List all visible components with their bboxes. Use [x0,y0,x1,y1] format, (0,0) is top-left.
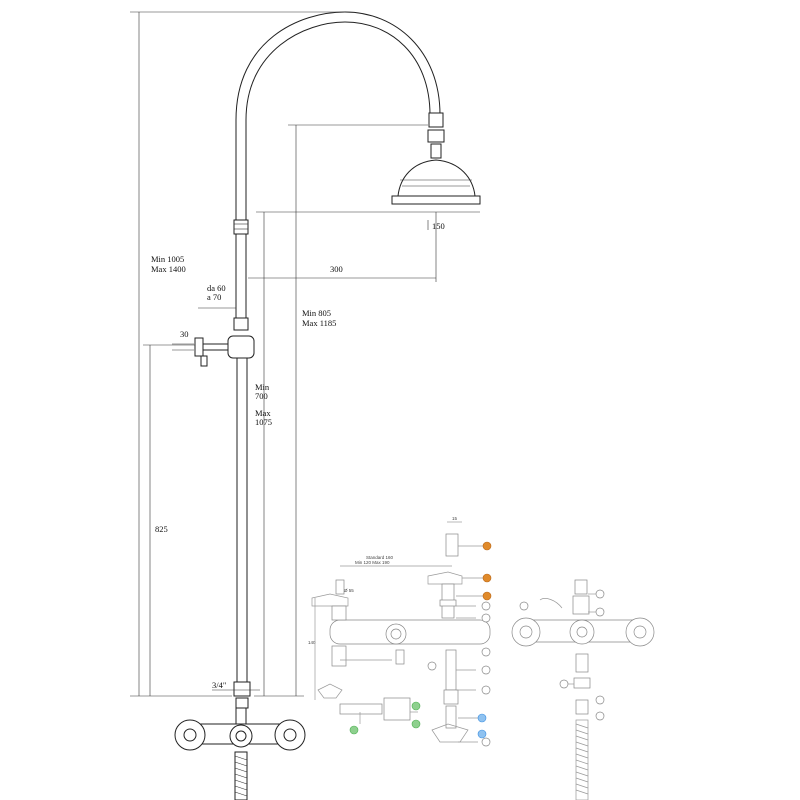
callout-orange-1 [482,541,492,551]
bracket-offset-label: da 60 a 70 [207,283,228,302]
total-height-label: Min 1005 Max 1400 [151,254,186,274]
bracket-drop-label: 30 [180,329,189,339]
diam-label: Ø 55 [344,588,354,593]
mixer-height-label: 825 [155,524,168,534]
callout-orange-3 [482,591,492,601]
callout-orange-2 [482,573,492,583]
head-diameter-label: 150 [432,221,445,231]
callout-blue-2 [477,729,487,739]
callout-green-1 [411,701,421,711]
head-height-label: Min 805 Max 1185 [302,308,336,328]
right-cross-handle [274,719,306,751]
exploded-mixer-detail: Standard 160 Min 120 Max 190 15 140 Ø 55 [308,516,492,747]
standard-label: Standard 160 [366,555,394,560]
left-cross-handle [174,719,206,751]
grey-callouts [427,601,491,747]
dimension-lines [130,11,437,697]
center-diverter [229,707,253,748]
shower-column [174,11,481,800]
callout-green-2 [411,719,421,729]
adjust-range-label: Min 120 Max 190 [355,560,390,565]
slide-bar-label: Min 700 Max 1075 [255,382,273,427]
inlet-thread-label: 3/4" [212,680,226,690]
dimension-labels: Min 1005 Max 1400 Min 805 Max 1185 300 1… [151,221,445,690]
callout-blue-1 [477,713,487,723]
handle-depth-label: 15 [452,516,458,521]
shower-head [397,159,476,197]
side-depth-label: 140 [308,640,316,645]
arm-reach-label: 300 [330,264,343,274]
front-view-detail [511,579,655,800]
callout-green-3 [349,725,359,735]
